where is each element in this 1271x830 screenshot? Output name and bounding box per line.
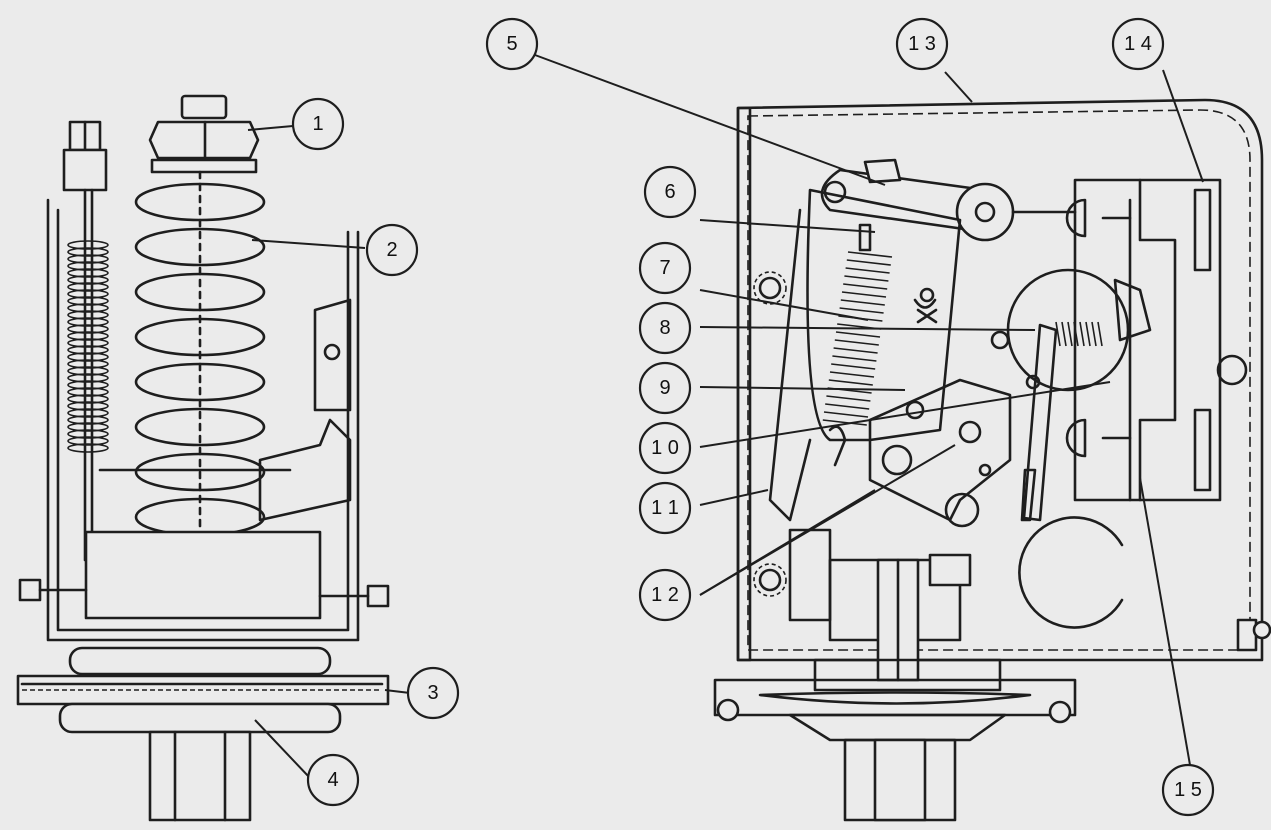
callouts: 1 2 3 4 5 6 7 8 9 1 0 1 1 1 2 1 3 1 4 1 5 [291, 17, 1215, 817]
callout-10: 1 0 [638, 421, 692, 475]
callout-circle [406, 666, 460, 720]
callout-circle [1161, 763, 1215, 817]
callout-15: 1 5 [1161, 763, 1215, 817]
callout-circle [306, 753, 360, 807]
side-view [16, 94, 390, 822]
diaphragm-flange [16, 646, 390, 734]
range-nut [148, 94, 260, 174]
callout-label: 4 [327, 769, 338, 791]
callout-circle [291, 97, 345, 151]
callout-5: 5 [485, 17, 539, 71]
callout-label: 1 0 [651, 437, 679, 459]
callout-circle [638, 568, 692, 622]
callout-6: 6 [643, 165, 697, 219]
callout-label: 1 [312, 113, 323, 135]
differential-spring [67, 240, 109, 453]
lever-plate [806, 188, 962, 442]
callout-1: 1 [291, 97, 345, 151]
housing [736, 98, 1264, 662]
leader-lines [247, 54, 1204, 779]
callout-7: 7 [638, 241, 692, 295]
callout-circle [638, 481, 692, 535]
main-lever [820, 158, 1077, 242]
callout-circle [1111, 17, 1165, 71]
callout-2: 2 [365, 223, 419, 277]
callout-3: 3 [406, 666, 460, 720]
callout-circle [485, 17, 539, 71]
range-spring [134, 182, 266, 537]
callout-circle [643, 165, 697, 219]
callout-14: 1 4 [1111, 17, 1165, 71]
contact-blade [1022, 323, 1058, 522]
callout-circle [365, 223, 419, 277]
callout-11: 1 1 [638, 481, 692, 535]
callout-circle [638, 421, 692, 475]
callout-circle [638, 301, 692, 355]
callout-13: 1 3 [895, 17, 949, 71]
callout-label: 1 1 [651, 497, 679, 519]
callout-label: 1 5 [1174, 779, 1202, 801]
bellows-connection [713, 528, 1077, 822]
callout-label: 6 [664, 181, 675, 203]
side-plate [258, 298, 352, 522]
pressure-connection [148, 730, 252, 822]
callout-label: 2 [386, 239, 397, 261]
callout-label: 9 [659, 377, 670, 399]
sectional-view [713, 98, 1271, 822]
callout-8: 8 [638, 301, 692, 355]
callout-circle [638, 361, 692, 415]
callout-circle [895, 17, 949, 71]
callout-label: 1 3 [908, 33, 936, 55]
callout-label: 8 [659, 317, 670, 339]
tension-spring [822, 251, 893, 426]
callout-label: 5 [506, 33, 517, 55]
callout-12: 1 2 [638, 568, 692, 622]
callout-label: 3 [427, 682, 438, 704]
callout-circle [638, 241, 692, 295]
bracket-frame [46, 198, 360, 642]
callout-label: 1 2 [651, 584, 679, 606]
callout-label: 1 4 [1124, 33, 1152, 55]
base-block [84, 530, 322, 620]
contact-spring [1055, 321, 1103, 347]
microswitch [1006, 178, 1248, 502]
callout-4: 4 [306, 753, 360, 807]
callout-9: 9 [638, 361, 692, 415]
callout-label: 7 [659, 257, 670, 279]
block-screws [18, 578, 390, 608]
